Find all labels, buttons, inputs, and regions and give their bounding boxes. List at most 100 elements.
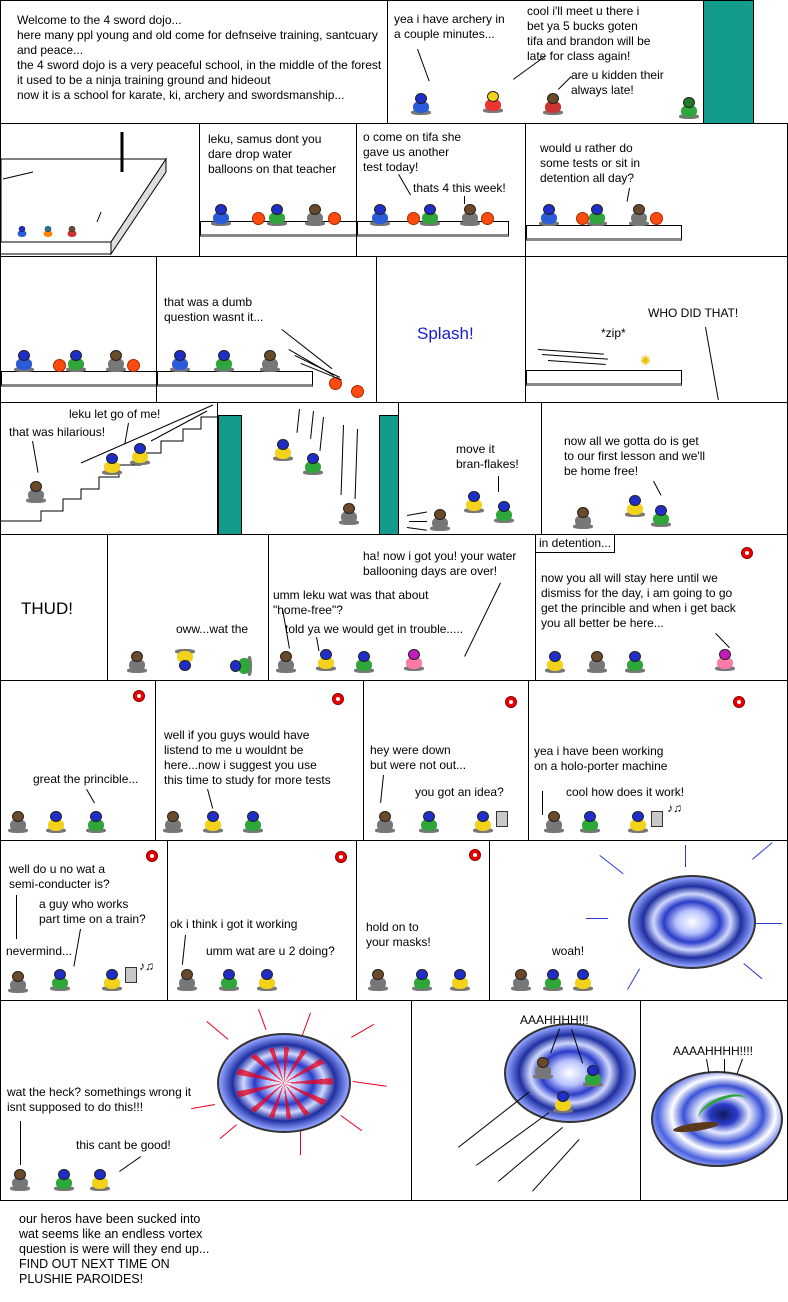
glow-ray xyxy=(756,923,782,924)
glow-ray xyxy=(351,1024,375,1038)
plushie-blue xyxy=(410,93,432,115)
speech-semi-conductor: well do u no wat a semi-conducter is? xyxy=(9,862,110,891)
panel-intro: Welcome to the 4 sword dojo... here many… xyxy=(0,0,388,124)
pointer xyxy=(16,895,17,939)
plushie-yellow xyxy=(482,91,504,113)
speech-masks: hold on to your masks! xyxy=(366,920,431,949)
plushie-brown xyxy=(176,969,198,991)
desk xyxy=(526,370,682,386)
plushie-brown xyxy=(126,651,148,673)
speech-who-did-that: WHO DID THAT! xyxy=(648,306,739,320)
pointer xyxy=(724,1059,725,1073)
plushie-blue xyxy=(13,350,35,372)
plushie-brown xyxy=(459,204,481,226)
glow-ray xyxy=(301,1012,311,1036)
plushie-green xyxy=(542,969,564,991)
plushie-brown xyxy=(628,204,650,226)
motion-line xyxy=(296,408,300,433)
speech-scream-one: AAAHHHH!!! xyxy=(520,1013,589,1027)
clock-icon xyxy=(335,851,347,863)
plushie-green xyxy=(353,651,375,673)
plushie-green xyxy=(493,501,515,523)
clock-icon xyxy=(733,696,745,708)
panel-oww: oww...wat the xyxy=(107,534,269,681)
plushie-green xyxy=(53,1169,75,1191)
plushie-brown xyxy=(532,1057,554,1079)
speech-working: ok i think i got it working xyxy=(170,917,298,931)
panel-sucked-in: AAAHHHH!!! xyxy=(411,1000,641,1201)
pointer xyxy=(398,174,411,196)
plushie-brown xyxy=(542,93,564,115)
calculator-icon xyxy=(651,811,663,827)
plushie-green xyxy=(218,969,240,991)
panel-home-free: now all we gotta do is get to our first … xyxy=(541,402,788,535)
pointer xyxy=(653,481,662,496)
plushie-green-tumbling xyxy=(230,655,252,677)
water-balloon xyxy=(127,359,140,372)
panel-splash: Splash! xyxy=(376,256,526,403)
vortex-swirl xyxy=(651,1071,783,1167)
pointer xyxy=(558,76,572,90)
clock-icon xyxy=(741,547,753,559)
pointer xyxy=(464,196,465,204)
glow-ray xyxy=(191,1104,215,1110)
speech-test: o come on tifa she gave us another test … xyxy=(363,130,462,174)
motion-line xyxy=(541,354,608,360)
calculator-icon xyxy=(496,811,508,827)
plushie-green xyxy=(85,811,107,833)
panel-dumb-question: that was a dumb question wasnt it... xyxy=(156,256,377,403)
pointer xyxy=(464,582,501,657)
intro-narration: Welcome to the 4 sword dojo... here many… xyxy=(17,13,382,102)
plushie-blue xyxy=(129,443,151,465)
door xyxy=(703,1,753,123)
plushie-brown xyxy=(510,969,532,991)
glow-ray xyxy=(599,855,624,875)
panel-stairs: leku let go of me! that was hilarious! xyxy=(0,402,218,535)
plushie-teacher xyxy=(403,649,425,671)
panel-detention-question: would u rather do some tests or sit in d… xyxy=(525,123,788,257)
music-note-icon: ♪♫ xyxy=(139,959,154,973)
motion-line xyxy=(547,360,606,366)
panel-holo-porter: yea i have been working on a holo-porter… xyxy=(528,680,788,841)
desk xyxy=(157,371,313,387)
water-balloon xyxy=(481,212,494,225)
speech-balloons: leku, samus dont you dare drop water bal… xyxy=(208,132,337,176)
plushie-blue xyxy=(272,439,294,461)
plushie-green xyxy=(650,505,672,527)
pointer xyxy=(380,774,384,803)
door xyxy=(218,415,242,534)
pointer xyxy=(417,49,430,82)
plushie-green xyxy=(242,811,264,833)
plushie-brown xyxy=(586,651,608,673)
plushie-brown xyxy=(9,1169,31,1191)
panel-caught: ha! now i got you! your water ballooning… xyxy=(268,534,536,681)
plushie-brown xyxy=(572,507,594,529)
classroom-building xyxy=(1,132,167,256)
plushie-blue-tumbling xyxy=(174,649,196,671)
clock-icon xyxy=(505,696,517,708)
glow-ray xyxy=(219,1124,237,1140)
speech-woah: woah! xyxy=(552,944,585,958)
panel-woah: woah! xyxy=(489,840,788,1001)
glow-ray xyxy=(752,842,773,860)
desk xyxy=(1,371,156,387)
speech-move-it: move it bran-flakes! xyxy=(456,442,519,471)
plushie-blue xyxy=(101,969,123,991)
plushie-brown xyxy=(367,969,389,991)
plushie-teacher xyxy=(714,649,736,671)
plushie-blue xyxy=(101,453,123,475)
speech-hilarious: that was hilarious! xyxy=(9,425,106,439)
speech-holo-porter: yea i have been working on a holo-porter… xyxy=(534,744,668,773)
plushie-tiny xyxy=(16,225,28,238)
panel-malfunction: wat the heck? somethings wrong it isnt s… xyxy=(0,1000,412,1201)
panel-listen: well if you guys would have listend to m… xyxy=(155,680,364,841)
plushie-brown xyxy=(7,811,29,833)
outro-caption-area: our heros have been sucked into wat seem… xyxy=(0,1200,788,1302)
speech-dumb-question: that was a dumb question wasnt it... xyxy=(164,295,264,324)
sfx-splash: Splash! xyxy=(417,324,474,343)
plushie-green xyxy=(65,350,87,372)
pointer xyxy=(626,187,630,202)
plushie-blue xyxy=(169,350,191,372)
door xyxy=(379,415,398,534)
speech-detention-question: would u rather do some tests or sit in d… xyxy=(540,141,641,185)
